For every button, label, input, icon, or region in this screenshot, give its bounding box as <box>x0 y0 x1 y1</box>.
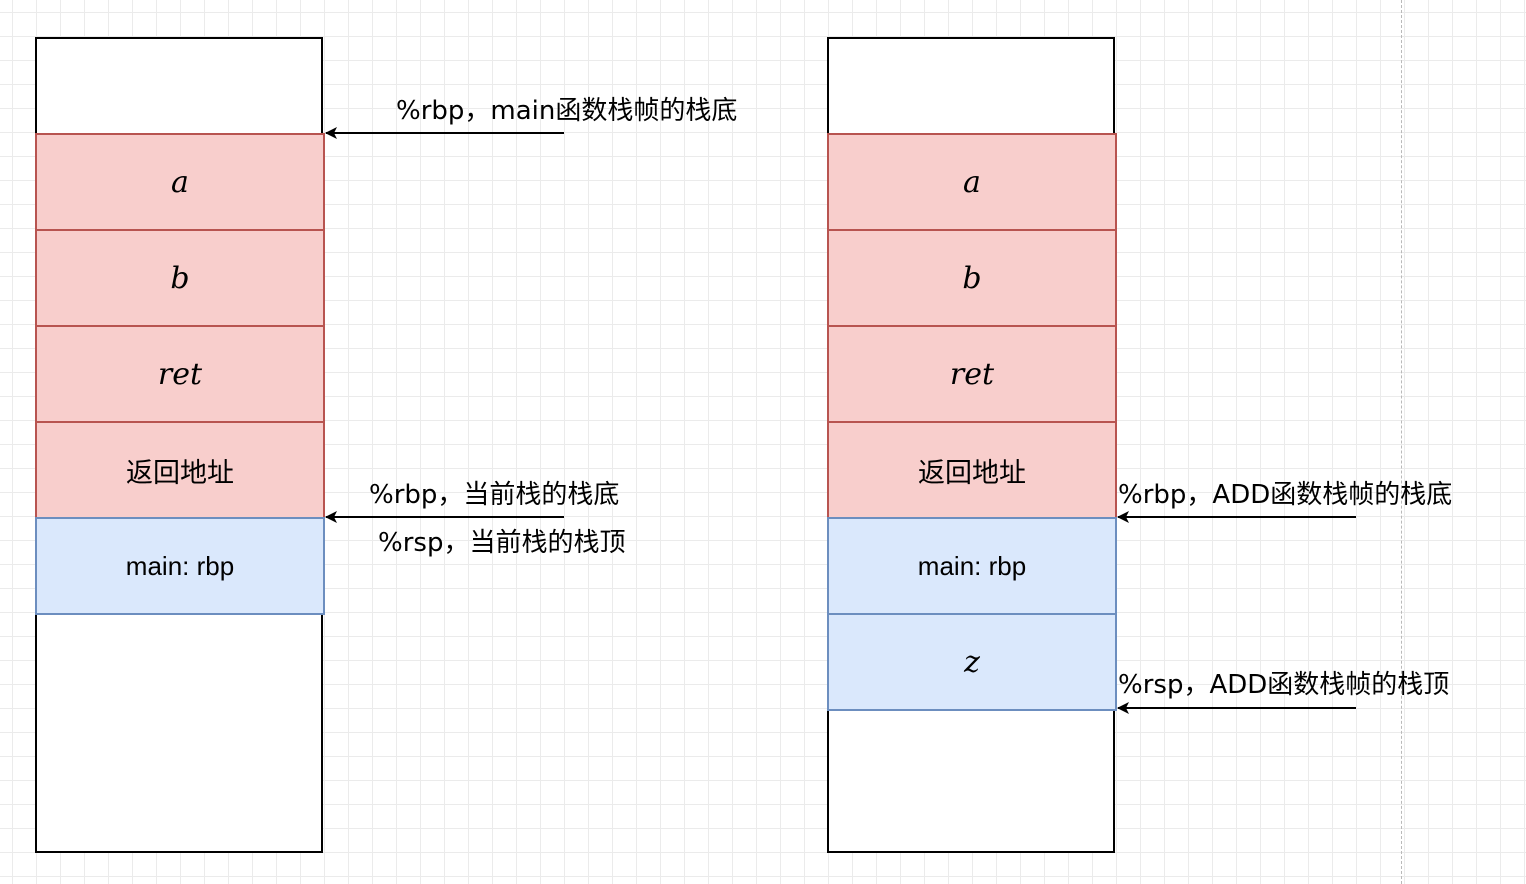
left-stack-cell-ret: ret <box>35 325 325 423</box>
label-rbp-add-frame-base: %rbp，ADD函数栈帧的栈底 <box>1118 480 1453 510</box>
dashed-guide-line <box>1401 0 1402 884</box>
right-cell-return-address-label: 返回地址 <box>918 457 1026 489</box>
right-cell-main-rbp-label: main: rbp <box>917 550 1027 581</box>
right-stack-cell-ret: ret <box>827 325 1117 423</box>
right-stack-cell-z: z <box>827 613 1117 711</box>
left-stack-cell-main-rbp: main: rbp <box>35 517 325 615</box>
label-rbp-current-frame-base: %rbp，当前栈的栈底 <box>369 480 620 510</box>
left-cell-a-label: a <box>171 164 189 200</box>
label-rsp-current-frame-top: %rsp，当前栈的栈顶 <box>378 528 626 558</box>
label-rsp-add-frame-top: %rsp，ADD函数栈帧的栈顶 <box>1118 670 1450 700</box>
right-cell-ret-label: ret <box>949 356 995 392</box>
right-cell-a-label: a <box>963 164 981 200</box>
label-rbp-main-frame-base: %rbp，main函数栈帧的栈底 <box>396 96 738 126</box>
right-stack-cell-main-rbp: main: rbp <box>827 517 1117 615</box>
right-cell-b-label: b <box>962 260 982 296</box>
right-stack-cell-return-address: 返回地址 <box>827 421 1117 519</box>
left-cell-main-rbp-label: main: rbp <box>125 550 235 581</box>
left-stack-cell-b: b <box>35 229 325 327</box>
left-cell-return-address-label: 返回地址 <box>126 457 234 489</box>
left-cell-b-label: b <box>170 260 190 296</box>
left-cell-ret-label: ret <box>157 356 203 392</box>
right-cell-z-label: z <box>964 644 980 680</box>
left-stack-cell-return-address: 返回地址 <box>35 421 325 519</box>
right-stack-cell-b: b <box>827 229 1117 327</box>
